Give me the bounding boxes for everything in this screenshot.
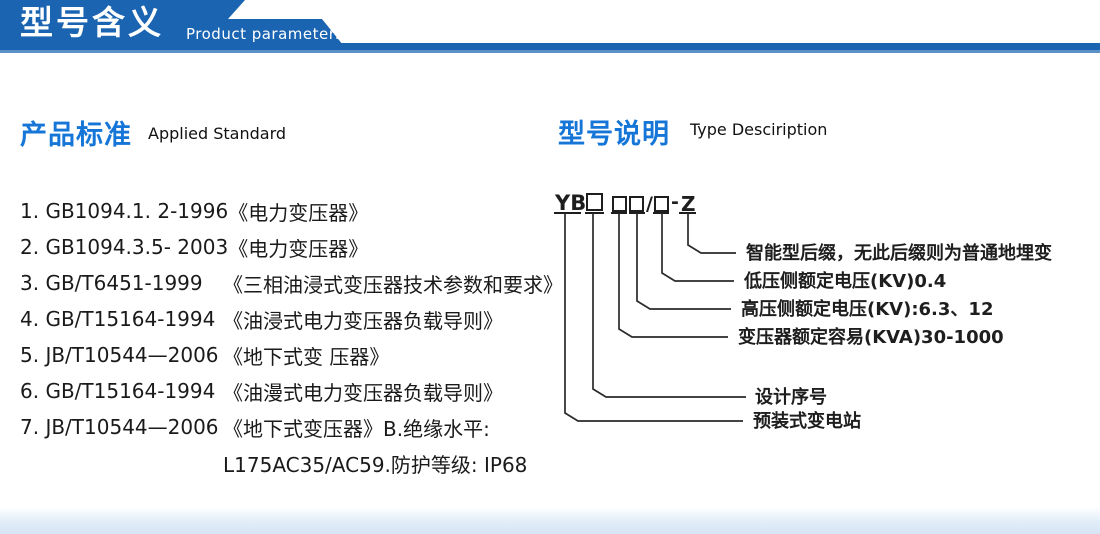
type-description-heading-cn: 型号说明 xyxy=(558,119,670,150)
standard-title: 《电力变压器》 xyxy=(228,200,369,225)
standard-title: 《三相油浸式变压器技术参数和要求》 xyxy=(223,272,563,297)
model-code-prefix: YB xyxy=(554,191,586,215)
standard-title: L175AC35/AC59.防护等级: IP68 xyxy=(223,452,528,477)
connector-suffix xyxy=(687,213,736,254)
connector-hv-voltage xyxy=(636,213,731,310)
type-description-heading-en: Type Desciription xyxy=(690,120,828,139)
page-subtitle: Product parameters xyxy=(186,25,344,43)
model-code-dash: - xyxy=(671,191,679,213)
standard-title: 《油漫式电力变压器负载导则》 xyxy=(223,380,503,405)
page-title: 型号含义 xyxy=(20,3,164,42)
standard-code: 4. GB/T15164-1994 xyxy=(20,307,216,331)
list-item: 6. GB/T15164-1994 《油漫式电力变压器负载导则》 xyxy=(20,373,550,409)
standard-code: 1. GB1094.1. 2-1996 xyxy=(20,199,229,223)
bottom-accent-band xyxy=(0,507,1100,534)
model-code-diagram: YB / - Z 智能型后缀，无此后缀则为普通地埋变 低压侧额定电压(KV)0.… xyxy=(554,191,1052,432)
annotation-design-serial: 设计序号 xyxy=(755,386,827,408)
annotation-hv-voltage: 高压侧额定电压(KV):6.3、12 xyxy=(741,298,993,320)
list-item: 7. JB/T10544—2006 《地下式变压器》B.绝缘水平: xyxy=(20,409,550,445)
annotation-lv-voltage: 低压侧额定电压(KV)0.4 xyxy=(743,270,946,292)
page-header: 型号含义 Product parameters xyxy=(0,0,1100,56)
connector-lv-voltage xyxy=(661,213,734,282)
standard-code: 6. GB/T15164-1994 xyxy=(20,379,216,403)
standard-title: 《油浸式电力变压器负载导则》 xyxy=(223,308,503,333)
list-item-continuation: L175AC35/AC59.防护等级: IP68 xyxy=(20,445,550,481)
connector-design-serial xyxy=(592,213,746,398)
placeholder-box-icon xyxy=(612,196,627,212)
standard-code: 5. JB/T10544—2006 xyxy=(20,343,219,367)
standard-title: 《地下式变压器》B.绝缘水平: xyxy=(223,416,490,441)
placeholder-box-icon xyxy=(654,196,669,212)
applied-standard-heading-en: Applied Standard xyxy=(148,124,287,143)
standards-list: 1. GB1094.1. 2-1996 《电力变压器》 2. GB1094.3.… xyxy=(20,193,563,481)
connector-capacity xyxy=(618,213,728,338)
connector-substation xyxy=(564,213,743,422)
list-item: 2. GB1094.3.5- 2003 《电力变压器》 xyxy=(20,229,550,265)
list-item: 3. GB/T6451-1999 《三相油浸式变压器技术参数和要求》 xyxy=(20,265,563,301)
placeholder-box-icon xyxy=(586,193,603,211)
standard-code: 3. GB/T6451-1999 xyxy=(20,271,203,295)
annotation-capacity: 变压器额定容易(KVA)30-1000 xyxy=(738,326,1004,348)
standard-title: 《地下式变 压器》 xyxy=(223,344,390,369)
annotation-smart-suffix: 智能型后缀，无此后缀则为普通地埋变 xyxy=(746,242,1052,264)
model-code-suffix: Z xyxy=(681,192,696,216)
standard-code: 2. GB1094.3.5- 2003 xyxy=(20,235,229,259)
list-item: 1. GB1094.1. 2-1996 《电力变压器》 xyxy=(20,193,550,229)
annotation-substation: 预装式变电站 xyxy=(753,410,861,432)
standard-title: 《电力变压器》 xyxy=(228,236,369,261)
model-code-separator: / xyxy=(646,193,653,215)
list-item: 4. GB/T15164-1994 《油浸式电力变压器负载导则》 xyxy=(20,301,550,337)
standard-code: 7. JB/T10544—2006 xyxy=(20,415,219,439)
header-banner-shape xyxy=(0,0,1100,53)
placeholder-box-icon xyxy=(629,196,644,212)
applied-standard-heading-cn: 产品标准 xyxy=(20,120,132,151)
connector-lines xyxy=(564,213,746,422)
list-item: 5. JB/T10544—2006 《地下式变 压器》 xyxy=(20,337,550,373)
